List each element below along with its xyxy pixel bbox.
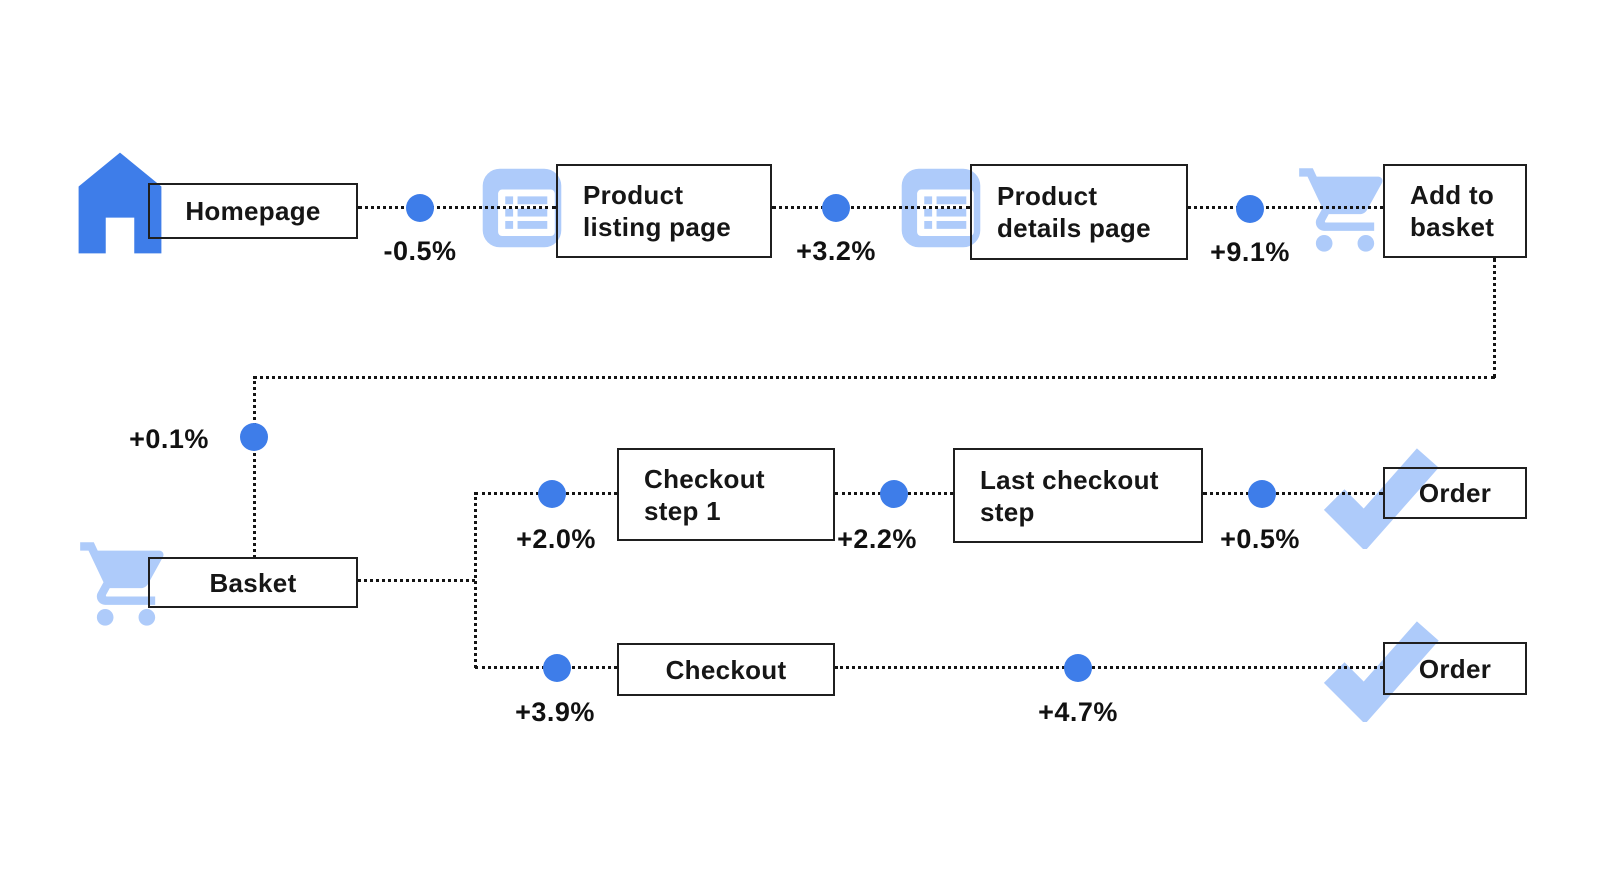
node-checkout: Checkout bbox=[617, 643, 835, 696]
node-label: Homepage bbox=[185, 196, 321, 226]
node-label: Product bbox=[583, 180, 684, 210]
dotted-connector bbox=[253, 376, 256, 558]
dotted-connector bbox=[474, 492, 477, 668]
node-basket: Basket bbox=[148, 557, 358, 608]
node-label: basket bbox=[1410, 212, 1495, 242]
dotted-connector bbox=[1203, 492, 1383, 495]
node-label: Checkout bbox=[665, 654, 787, 685]
dotted-connector bbox=[358, 579, 475, 582]
node-homepage: Homepage bbox=[148, 183, 358, 239]
home-icon bbox=[78, 152, 162, 254]
node-label: listing page bbox=[583, 212, 732, 242]
dotted-connector bbox=[1188, 206, 1383, 209]
delta-label-checkout-order: +4.7% bbox=[1038, 697, 1118, 727]
node-last-checkout-step: Last checkout step bbox=[953, 448, 1203, 543]
transition-dot bbox=[406, 194, 434, 222]
delta-label-homepage-listing: -0.5% bbox=[383, 236, 457, 266]
node-label: Product bbox=[997, 181, 1098, 211]
delta-label-last-order: +0.5% bbox=[1220, 524, 1300, 554]
node-label: step 1 bbox=[644, 495, 721, 526]
node-label: Checkout bbox=[644, 463, 765, 494]
node-product-details-page: Product details page bbox=[970, 164, 1188, 260]
delta-label-add-basket: +0.1% bbox=[129, 424, 209, 454]
node-checkout-step-1: Checkout step 1 bbox=[617, 448, 835, 541]
node-order-top: Order bbox=[1383, 467, 1527, 519]
cart-icon bbox=[80, 542, 164, 626]
cart-icon bbox=[1299, 168, 1383, 252]
check-icon bbox=[1323, 448, 1439, 549]
node-order-bottom: Order bbox=[1383, 642, 1527, 695]
node-label: details page bbox=[997, 213, 1151, 243]
transition-dot bbox=[240, 423, 268, 451]
transition-dot bbox=[543, 654, 571, 682]
transition-dot bbox=[1248, 480, 1276, 508]
dotted-connector bbox=[772, 206, 970, 209]
dotted-connector bbox=[1493, 258, 1496, 378]
node-product-listing-page: Product listing page bbox=[556, 164, 772, 258]
dotted-connector bbox=[358, 206, 556, 209]
node-label: Order bbox=[1418, 478, 1492, 508]
node-label: Basket bbox=[209, 567, 297, 598]
transition-dot bbox=[880, 480, 908, 508]
transition-dot bbox=[1236, 195, 1264, 223]
node-label: Order bbox=[1418, 653, 1492, 684]
transition-dot bbox=[822, 194, 850, 222]
node-label: Last checkout bbox=[980, 464, 1159, 495]
transition-dot bbox=[1064, 654, 1092, 682]
delta-label-step1-last: +2.2% bbox=[837, 524, 917, 554]
delta-label-basket-checkout: +3.9% bbox=[515, 697, 595, 727]
delta-label-listing-details: +3.2% bbox=[796, 236, 876, 266]
check-icon bbox=[1323, 621, 1439, 722]
node-label: step bbox=[980, 496, 1035, 527]
dotted-connector bbox=[253, 376, 1495, 379]
dotted-connector bbox=[835, 666, 1383, 669]
delta-label-details-add: +9.1% bbox=[1210, 237, 1290, 267]
node-add-to-basket: Add to basket bbox=[1383, 164, 1527, 258]
delta-label-basket-step1: +2.0% bbox=[516, 524, 596, 554]
node-label: Add to bbox=[1410, 180, 1495, 210]
transition-dot bbox=[538, 480, 566, 508]
